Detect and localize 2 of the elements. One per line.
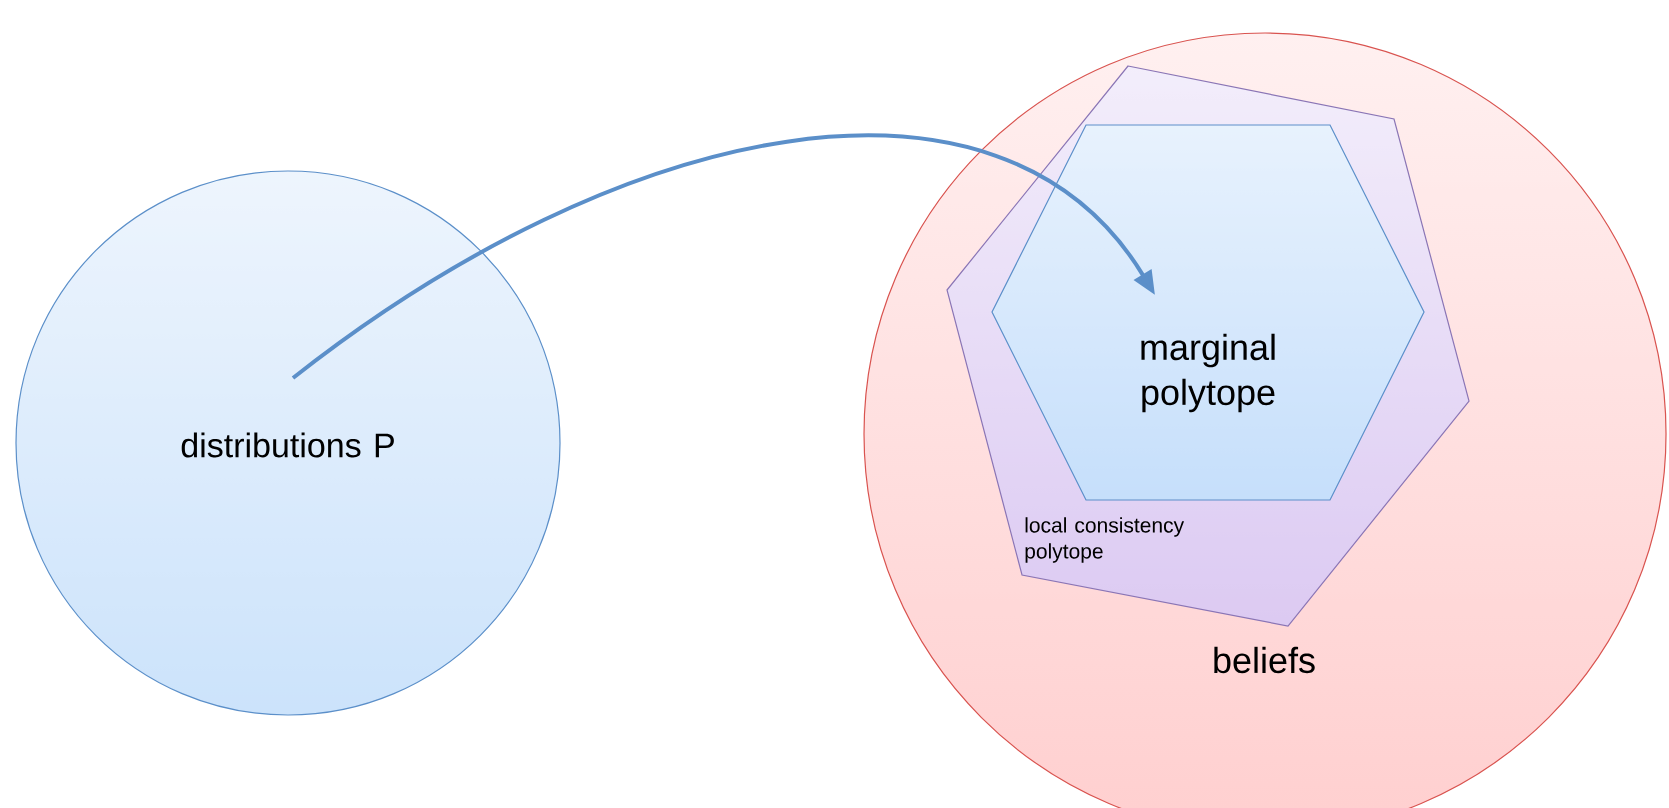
circle-region: distributions P [15,170,561,716]
arrow [291,133,1155,380]
